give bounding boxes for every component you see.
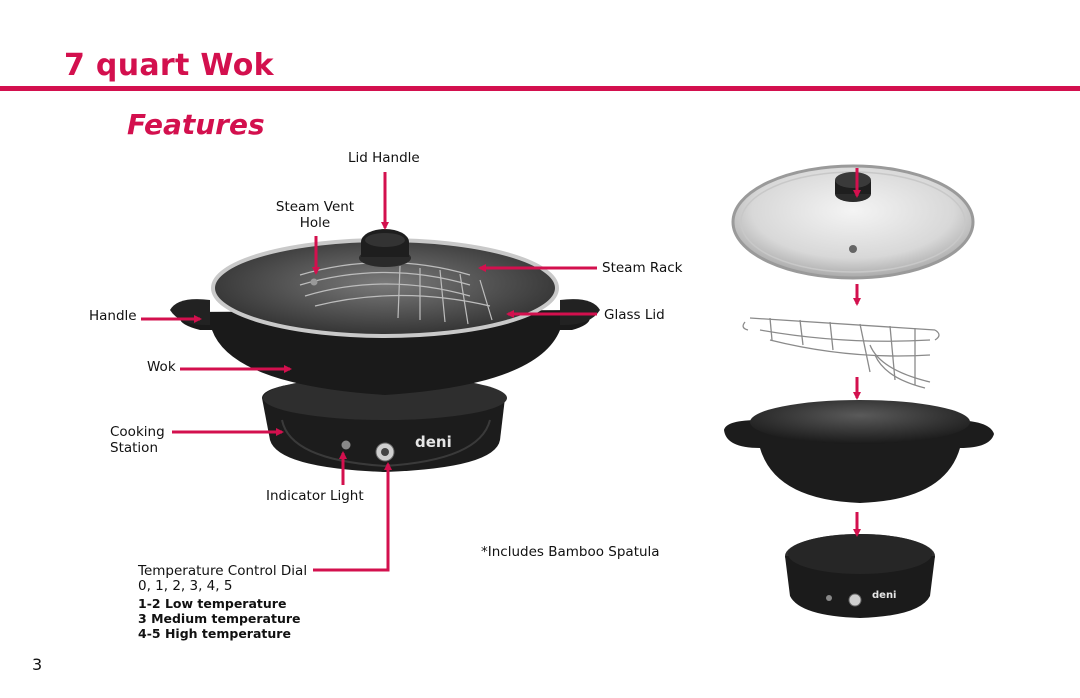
label-steam-vent: Steam Vent Hole <box>265 199 365 231</box>
exploded-wok-pan <box>724 400 994 503</box>
arrow-temp-dial <box>313 462 392 572</box>
label-dial-settings: 0, 1, 2, 3, 4, 5 <box>138 578 233 594</box>
label-steam-rack: Steam Rack <box>602 260 683 276</box>
temp-desc: High temperature <box>164 626 291 641</box>
note-spatula: *Includes Bamboo Spatula <box>481 544 660 560</box>
label-glass-lid: Glass Lid <box>604 307 665 323</box>
temperature-list: 1-2 Low temperature 3 Medium temperature… <box>138 596 301 641</box>
temp-range: 1-2 <box>138 596 161 611</box>
label-steam-vent-line1: Steam Vent <box>275 199 355 215</box>
exploded-glass-lid <box>731 164 975 280</box>
label-cooking-line1: Cooking <box>110 424 165 440</box>
assembled-lid-shape <box>211 229 559 338</box>
label-indicator-light: Indicator Light <box>266 488 364 504</box>
exploded-cooking-station: deni <box>785 534 935 618</box>
control-panel-shape: deni <box>341 433 452 462</box>
title-rule <box>0 86 1080 91</box>
page-title: 7 quart Wok <box>64 48 274 83</box>
label-steam-vent-line2: Hole <box>299 215 331 231</box>
label-handle: Handle <box>89 308 137 324</box>
temp-desc: Medium temperature <box>151 611 301 626</box>
label-lid-handle: Lid Handle <box>348 150 420 166</box>
temp-range: 3 <box>138 611 147 626</box>
label-temp-dial: Temperature Control Dial <box>138 563 308 579</box>
callout-arrows <box>141 168 861 572</box>
label-cooking-line2: Station <box>110 440 158 456</box>
label-wok: Wok <box>147 359 176 375</box>
temp-desc: Low temperature <box>164 596 287 611</box>
temp-row-low: 1-2 Low temperature <box>138 596 301 611</box>
brand-logo: deni <box>415 433 452 451</box>
label-cooking-station: Cooking Station <box>110 424 165 456</box>
temp-row-high: 4-5 High temperature <box>138 626 301 641</box>
temp-row-medium: 3 Medium temperature <box>138 611 301 626</box>
section-subtitle: Features <box>127 108 265 141</box>
temp-range: 4-5 <box>138 626 161 641</box>
page-number: 3 <box>32 655 43 674</box>
exploded-steam-rack <box>742 317 940 389</box>
brand-logo-small: deni <box>872 590 897 601</box>
